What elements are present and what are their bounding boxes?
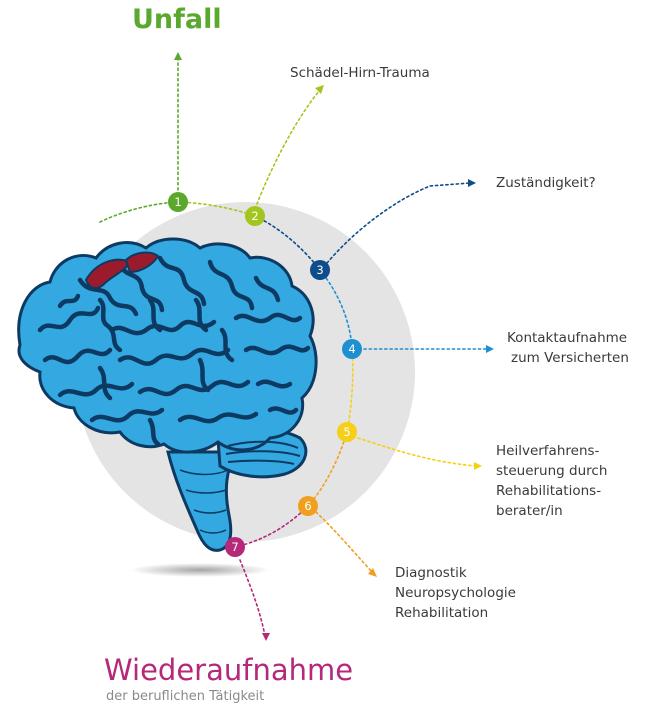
subtitle-berufliche-taetigkeit: der beruflichen Tätigkeit	[106, 689, 265, 704]
arrowhead-7	[262, 633, 270, 641]
path-segment-blue	[319, 269, 353, 349]
label-step-5-line-3: Rehabilitations-	[496, 483, 602, 499]
step-number-3: 3	[316, 263, 324, 277]
label-step-4-line-1: Kontaktaufnahme	[507, 330, 628, 346]
path-segment-green	[99, 201, 179, 223]
injury-region	[124, 251, 160, 274]
step-circle-1	[168, 192, 188, 212]
label-step-4-line-2: zum Versicherten	[511, 350, 629, 366]
arrowhead-6	[368, 568, 377, 577]
label-step-4: Kontaktaufnahme zum Versicherten	[507, 328, 629, 368]
connector-5	[357, 437, 477, 467]
path-segment-navy	[254, 215, 321, 271]
title-unfall: Unfall	[132, 4, 222, 35]
label-step-5-line-2: steuerung durch	[496, 463, 608, 479]
step-number-6: 6	[304, 499, 312, 513]
arrowhead-5	[474, 462, 482, 470]
label-step-5: Heilverfahrens- steuerung durch Rehabili…	[496, 441, 607, 521]
label-step-6: Diagnostik Neuropsychologie Rehabilitati…	[395, 563, 516, 623]
label-step-6-line-3: Rehabilitation	[395, 605, 489, 621]
step-number-1: 1	[174, 195, 182, 209]
step-number-4: 4	[348, 342, 356, 356]
arrowhead-1	[174, 52, 182, 60]
step-circle-6	[298, 496, 318, 516]
arrowhead-4	[486, 345, 494, 353]
step-number-7: 7	[231, 540, 239, 554]
step-circle-3	[310, 260, 330, 280]
step-number-2: 2	[251, 209, 259, 223]
connector-2	[256, 89, 321, 205]
step-number-5: 5	[343, 425, 351, 439]
label-step-5-line-4: berater/in	[496, 503, 563, 519]
connector-7	[239, 559, 266, 637]
label-step-2: Schädel-Hirn-Trauma	[290, 65, 430, 81]
path-segment-yellow	[346, 347, 354, 433]
label-step-6-line-2: Neuropsychologie	[395, 585, 516, 601]
arrowhead-3	[468, 179, 476, 187]
step-circle-5	[337, 422, 357, 442]
connector-3	[326, 182, 471, 264]
arrowhead-2	[315, 85, 324, 94]
label-step-5-line-1: Heilverfahrens-	[496, 443, 600, 459]
step-circle-4	[342, 339, 362, 359]
injury-region	[84, 258, 132, 290]
step-circle-2	[245, 206, 265, 226]
label-step-6-line-1: Diagnostik	[395, 565, 467, 581]
brain-shadow	[130, 563, 270, 577]
step-circle-7	[225, 537, 245, 557]
connector-6	[315, 511, 373, 573]
brain-illustration	[17, 237, 318, 552]
label-step-3: Zuständigkeit?	[496, 175, 596, 191]
title-wiederaufnahme: Wiederaufnahme	[104, 653, 354, 687]
